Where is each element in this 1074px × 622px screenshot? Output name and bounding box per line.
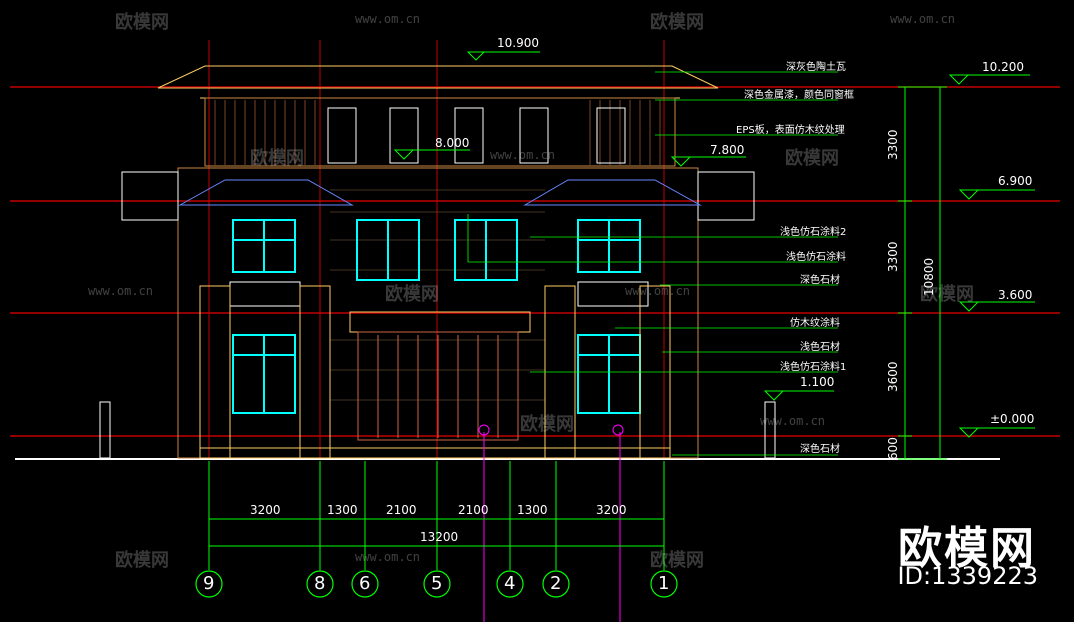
dimension-h-1: 3200 — [250, 503, 281, 517]
axis-label-9: 9 — [203, 573, 215, 594]
dimension-h-2: 1300 — [327, 503, 358, 517]
balconies — [229, 281, 649, 307]
axis-label-8: 8 — [314, 573, 326, 594]
upper-roof — [157, 65, 719, 167]
upper-windows — [327, 107, 626, 164]
elevation-label-canopy: 7.800 — [710, 143, 745, 157]
elevation-label-window: 1.100 — [800, 375, 835, 389]
elevation-label-floor2: 3.600 — [998, 288, 1033, 302]
section-markers — [478, 424, 624, 622]
watermark-url: www.om.cn — [890, 12, 956, 26]
side-canopies — [178, 179, 702, 206]
axis-label-6: 6 — [359, 573, 371, 594]
watermark-brand: 欧模网 — [115, 550, 169, 571]
dimension-v-1: 3300 — [886, 129, 900, 160]
dimension-total: 13200 — [420, 530, 459, 544]
dimension-v-3: 3600 — [886, 361, 900, 392]
watermark-brand: 欧模网 — [650, 12, 704, 33]
axis-label-5: 5 — [431, 573, 443, 594]
annotation-wood-paint: 仿木纹涂料 — [790, 318, 840, 329]
watermark-brand: 欧模网 — [520, 414, 574, 435]
watermark-brand: 欧模网 — [115, 12, 169, 33]
elevation-label-ridge: 10.900 — [497, 36, 539, 50]
axis-label-2: 2 — [550, 573, 562, 594]
level-lines — [10, 86, 1060, 437]
fence-posts — [99, 401, 776, 459]
watermark-brand: 欧模网 — [250, 148, 304, 169]
grid-lines — [208, 40, 665, 460]
annotation-roof-tile: 深灰色陶土瓦 — [786, 62, 846, 73]
annotation-leaders — [467, 71, 838, 456]
watermark-url: www.om.cn — [490, 148, 556, 162]
watermark-brand: 欧模网 — [785, 148, 839, 169]
annotation-metal-paint: 深色金属漆，颜色同窗框 — [744, 90, 854, 101]
annotation-stone-paint: 浅色仿石涂料 — [786, 252, 846, 263]
cyan-windows — [232, 219, 641, 414]
watermark-brand: 欧模网 — [650, 550, 704, 571]
watermark-brand: 欧模网 — [385, 284, 439, 305]
upper-wall-siding — [214, 100, 661, 165]
entry-steps — [199, 447, 671, 459]
axis-circles — [195, 570, 678, 598]
dimension-v-4: 600 — [886, 437, 900, 460]
dimension-v-2: 3300 — [886, 241, 900, 272]
elevation-markers — [393, 51, 1035, 438]
elevation-label-mid-roof: 8.000 — [435, 136, 470, 150]
watermark-url: www.om.cn — [355, 12, 421, 26]
dimension-h-6: 3200 — [596, 503, 627, 517]
annotation-light-stone: 浅色石材 — [800, 342, 840, 353]
elevation-label-ground: ±0.000 — [990, 412, 1035, 426]
horizontal-dimensions — [208, 461, 665, 570]
annotation-eps-board: EPS板，表面仿木纹处理 — [736, 125, 845, 136]
elevation-label-floor3: 6.900 — [998, 174, 1033, 188]
watermark-brand: 欧模网 — [920, 284, 974, 305]
annotation-dark-stone-base: 深色石材 — [800, 444, 840, 455]
watermark-url: www.om.cn — [355, 550, 421, 564]
brand-logo-text: 欧模网 — [898, 523, 1036, 574]
dimension-h-3: 2100 — [386, 503, 417, 517]
axis-label-4: 4 — [504, 573, 516, 594]
annotation-stone-paint-2: 浅色仿石涂料2 — [780, 227, 847, 238]
annotation-stone-paint-1: 浅色仿石涂料1 — [780, 362, 847, 373]
watermark-url: www.om.cn — [760, 414, 826, 428]
watermark-url: www.om.cn — [625, 284, 691, 298]
main-door — [349, 311, 531, 441]
model-id: ID:1339223 — [897, 562, 1038, 590]
watermark-url: www.om.cn — [88, 284, 154, 298]
vertical-dimensions — [898, 86, 947, 460]
elevation-label-eave: 10.200 — [982, 60, 1024, 74]
axis-label-1: 1 — [658, 573, 670, 594]
dimension-h-5: 1300 — [517, 503, 548, 517]
dimension-h-4: 2100 — [458, 503, 489, 517]
annotation-dark-stone: 深色石材 — [800, 275, 840, 286]
